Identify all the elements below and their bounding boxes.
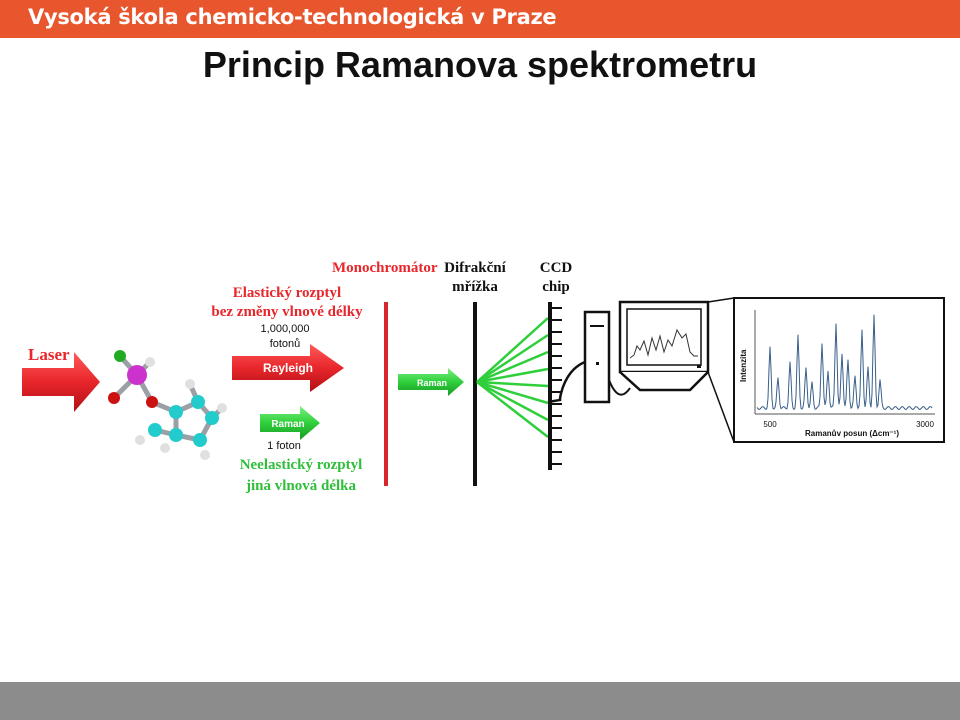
ccd-label-2: chip <box>542 279 570 295</box>
grating-label-2: mřížka <box>452 279 498 295</box>
monitor-icon <box>608 300 710 396</box>
dispersed-rays <box>476 317 549 438</box>
laser-label: Laser <box>28 345 70 364</box>
grating-label: Difrakční <box>444 260 506 276</box>
raman-arrow-small-label: Raman <box>271 419 304 430</box>
zoom-lines <box>707 297 735 443</box>
header-bar: Vysoká škola chemicko-technologická v Pr… <box>0 0 960 38</box>
diffraction-grating <box>473 302 477 486</box>
monochromator-filter <box>384 302 388 486</box>
spectrum-x-label: Ramanův posun (Δcm⁻¹) <box>805 429 899 438</box>
raman-arrow-small <box>260 406 320 440</box>
photon-count: 1,000,000 <box>261 323 310 335</box>
rayleigh-arrow <box>232 344 344 392</box>
monochromator-label: Monochromátor <box>332 260 438 276</box>
elastic-label-wavelength: bez změny vlnové délky <box>211 304 363 320</box>
spectrum-line <box>756 314 933 411</box>
raman-arrow-mid-label: Raman <box>417 378 447 388</box>
laser-arrow <box>22 352 100 412</box>
spectrum-tick-right: 3000 <box>916 420 934 429</box>
computer-tower-icon <box>547 310 611 404</box>
ccd-label: CCD <box>540 260 573 276</box>
inelastic-label-wavelength: jiná vlnová délka <box>245 478 357 494</box>
spectrum-panel: Intenzita 500 3000 Ramanův posun (Δcm⁻¹) <box>733 297 945 443</box>
spectrum-tick-left: 500 <box>763 420 777 429</box>
rayleigh-arrow-label: Rayleigh <box>263 361 313 375</box>
one-photon-label: 1 foton <box>267 440 301 452</box>
molecule-model <box>108 350 227 460</box>
institution-name: Vysoká škola chemicko-technologická v Pr… <box>28 5 557 29</box>
ccd-chip <box>548 302 562 470</box>
footer-bar <box>0 682 960 720</box>
photon-unit: fotonů <box>270 338 301 350</box>
page-title: Princip Ramanova spektrometru <box>202 44 758 85</box>
spectrum-y-label: Intenzita <box>739 349 748 382</box>
elastic-label: Elastický rozptyl <box>233 285 341 301</box>
raman-arrow-mid <box>398 368 464 396</box>
inelastic-label: Neelastický rozptyl <box>240 457 363 473</box>
